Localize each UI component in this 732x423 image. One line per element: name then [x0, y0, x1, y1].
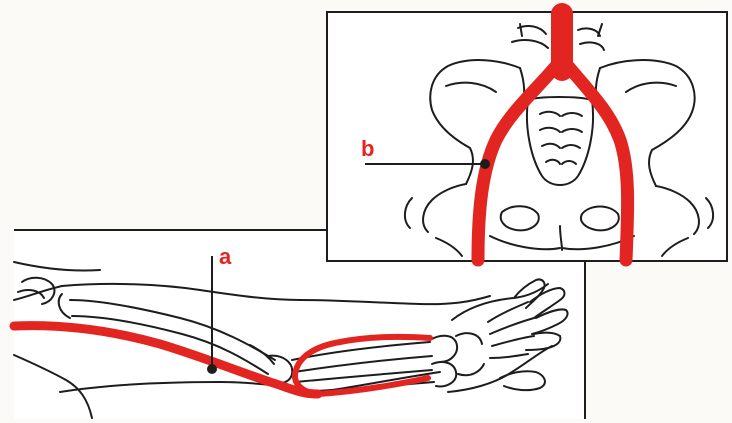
pelvis-panel: b [327, 12, 727, 261]
label-b-marker [480, 159, 490, 169]
label-b: b [361, 136, 374, 161]
label-a: a [219, 244, 232, 269]
label-a-marker [207, 364, 217, 374]
